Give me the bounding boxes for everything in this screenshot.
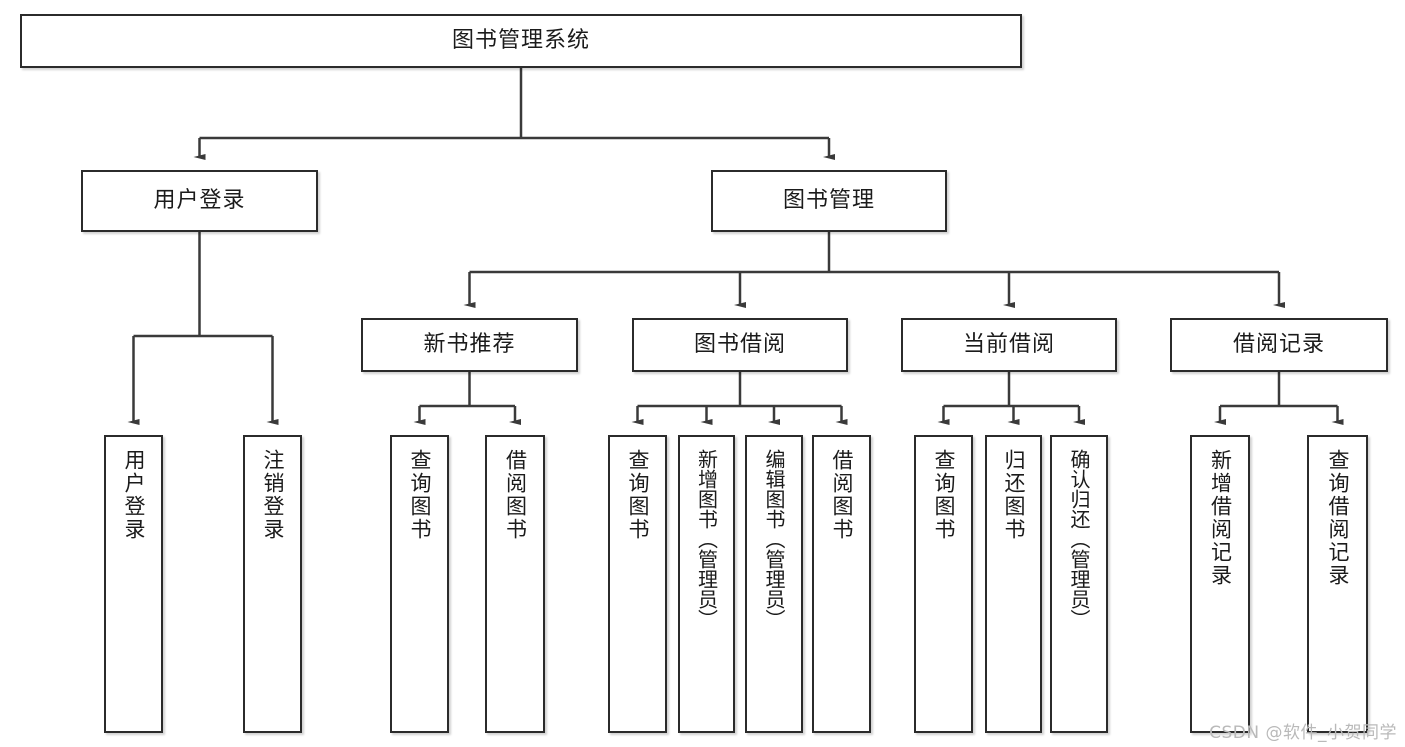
node-leaf-new-1[interactable]: 查询图书 <box>390 435 449 733</box>
node-login[interactable]: 用户登录 <box>81 170 318 232</box>
node-leaf-cur-1[interactable]: 查询图书 <box>914 435 973 733</box>
node-leaf-login-2[interactable]: 注销登录 <box>243 435 302 733</box>
node-label: 查询借阅记录 <box>1326 449 1350 587</box>
node-leaf-cur-2[interactable]: 归还图书 <box>985 435 1042 733</box>
node-leaf-new-2[interactable]: 借阅图书 <box>485 435 545 733</box>
node-bookmgmt[interactable]: 图书管理 <box>711 170 947 232</box>
node-label: 查询图书 <box>408 449 432 541</box>
node-label: 图书借阅 <box>693 332 786 358</box>
node-label: 借阅记录 <box>1232 332 1325 358</box>
node-leaf-borrow-4[interactable]: 借阅图书 <box>812 435 871 733</box>
node-leaf-login-1[interactable]: 用户登录 <box>104 435 163 733</box>
node-label: 编辑图书（管理员） <box>762 449 786 629</box>
node-label: 新增图书（管理员） <box>694 449 719 629</box>
node-leaf-borrow-3[interactable]: 编辑图书（管理员） <box>745 435 803 733</box>
node-label: 借阅图书 <box>503 449 528 541</box>
node-leaf-borrow-2[interactable]: 新增图书（管理员） <box>678 435 735 733</box>
node-leaf-rec-1[interactable]: 新增借阅记录 <box>1190 435 1250 733</box>
connector-lines <box>127 68 1344 425</box>
node-root[interactable]: 图书管理系统 <box>20 14 1022 68</box>
node-leaf-cur-3[interactable]: 确认归还（管理员） <box>1050 435 1108 733</box>
node-label: 用户登录 <box>122 449 146 541</box>
node-label: 注销登录 <box>261 449 285 541</box>
node-leaf-borrow-1[interactable]: 查询图书 <box>608 435 667 733</box>
node-leaf-rec-2[interactable]: 查询借阅记录 <box>1307 435 1368 733</box>
node-label: 新增借阅记录 <box>1208 449 1233 587</box>
node-record[interactable]: 借阅记录 <box>1170 318 1388 372</box>
node-current[interactable]: 当前借阅 <box>901 318 1117 372</box>
node-label: 查询图书 <box>626 449 650 541</box>
node-label: 归还图书 <box>1002 449 1026 541</box>
node-label: 新书推荐 <box>423 332 516 358</box>
node-borrow[interactable]: 图书借阅 <box>632 318 848 372</box>
node-label: 借阅图书 <box>830 449 854 541</box>
node-label: 查询图书 <box>932 449 956 541</box>
node-newbook[interactable]: 新书推荐 <box>361 318 578 372</box>
node-label: 当前借阅 <box>962 332 1055 358</box>
node-label: 确认归还（管理员） <box>1067 449 1091 629</box>
node-label: 图书管理 <box>782 188 875 214</box>
node-label: 图书管理系统 <box>451 28 590 54</box>
node-label: 用户登录 <box>153 188 246 214</box>
